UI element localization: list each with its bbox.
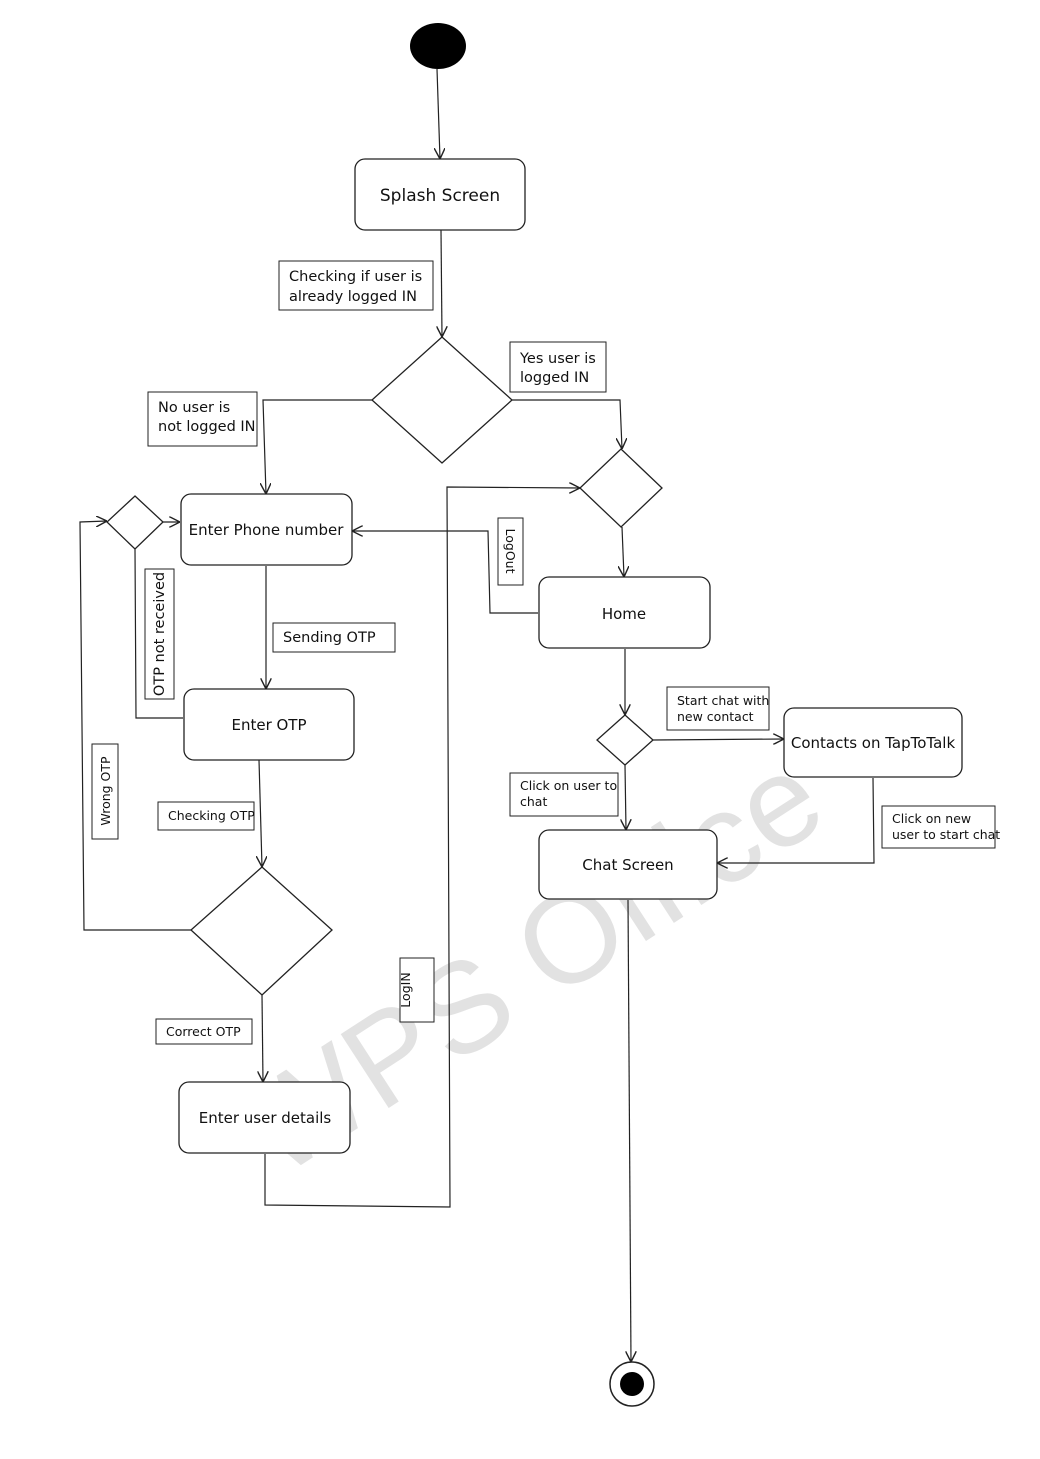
edge-logout: [352, 531, 538, 614]
chat-screen-label: Chat Screen: [582, 856, 673, 874]
enter-otp-state: Enter OTP: [183, 688, 355, 761]
chat-screen-state: Chat Screen: [538, 829, 718, 900]
edge-splash-to-login-check: [441, 229, 442, 337]
enter-user-details-state: Enter user details: [178, 1081, 351, 1154]
end-node: [609, 1361, 655, 1407]
sending-otp-label: Sending OTP: [283, 630, 376, 646]
login-check-decision: [371, 336, 513, 464]
edge-decision-to-home: [622, 526, 624, 577]
yes-logged-in-line-1: Yes user is: [519, 351, 596, 367]
click-user-line-1: Click on user to: [520, 778, 617, 793]
edge-correct-otp: [262, 994, 263, 1082]
enter-otp-label: Enter OTP: [231, 716, 306, 734]
contacts-state: Contacts on TapToTalk: [783, 707, 963, 778]
login-note: LogIN: [398, 957, 435, 1023]
otp-check-decision: [190, 866, 333, 996]
edge-start-to-splash: [437, 68, 440, 159]
logout-label: LogOut: [503, 529, 518, 574]
edges: [79, 68, 875, 1362]
start-node: [410, 23, 466, 69]
otp-retry-merge-decision: [106, 495, 164, 550]
start-chat-line-2: new contact: [677, 709, 754, 724]
home-action-decision: [596, 714, 654, 766]
home-label: Home: [602, 605, 646, 623]
wrong-otp-label: Wrong OTP: [98, 756, 113, 826]
edge-chat-to-end: [628, 899, 631, 1362]
click-new-user-note: Click on new user to start chat: [881, 805, 1000, 849]
edge-click-user-chat: [625, 764, 626, 830]
yes-logged-in-line-2: logged IN: [520, 370, 589, 386]
edge-contact-to-chat: [717, 777, 875, 863]
checking-logged-in-line-2: already logged IN: [289, 289, 417, 305]
checking-logged-in-note: Checking if user is already logged IN: [278, 260, 434, 311]
splash-screen-state: Splash Screen: [354, 158, 526, 231]
login-label: LogIN: [398, 972, 413, 1007]
checking-otp-note: Checking OTP: [157, 801, 255, 831]
click-user-to-chat-note: Click on user to chat: [509, 772, 619, 817]
enter-phone-state: Enter Phone number: [180, 493, 353, 566]
checking-logged-in-line-1: Checking if user is: [289, 269, 422, 285]
click-user-line-2: chat: [520, 794, 547, 809]
checking-otp-label: Checking OTP: [168, 808, 255, 823]
no-logged-in-line-1: No user is: [158, 400, 230, 416]
start-chat-line-1: Start chat with: [677, 693, 769, 708]
edge-wrong-otp: [79, 521, 191, 931]
splash-screen-label: Splash Screen: [380, 186, 500, 206]
otp-not-received-label: OTP not received: [152, 572, 168, 696]
correct-otp-label: Correct OTP: [166, 1024, 241, 1039]
click-new-user-line-1: Click on new: [892, 811, 971, 826]
enter-phone-label: Enter Phone number: [189, 521, 345, 539]
start-chat-new-contact-note: Start chat with new contact: [666, 686, 770, 731]
correct-otp-note: Correct OTP: [155, 1018, 253, 1045]
no-logged-in-line-2: not logged IN: [158, 419, 256, 435]
wrong-otp-note: Wrong OTP: [91, 743, 119, 840]
edge-not-logged-in: [263, 399, 372, 494]
edge-logged-in: [512, 399, 622, 449]
edge-start-new-chat: [652, 739, 784, 740]
edge-otp-not-received: [134, 548, 183, 719]
edge-login: [264, 487, 580, 1208]
click-new-user-line-2: user to start chat: [892, 827, 1000, 842]
home-state: Home: [538, 576, 711, 649]
otp-not-received-note: OTP not received: [144, 568, 175, 700]
enter-user-details-label: Enter user details: [199, 1109, 332, 1127]
sending-otp-note: Sending OTP: [272, 622, 396, 653]
logout-note: LogOut: [497, 517, 524, 586]
no-logged-in-note: No user is not logged IN: [147, 391, 258, 447]
contacts-label: Contacts on TapToTalk: [791, 734, 956, 752]
yes-logged-in-note: Yes user is logged IN: [509, 341, 607, 393]
edge-checking-otp: [259, 759, 262, 867]
logged-in-merge-decision: [579, 448, 663, 528]
